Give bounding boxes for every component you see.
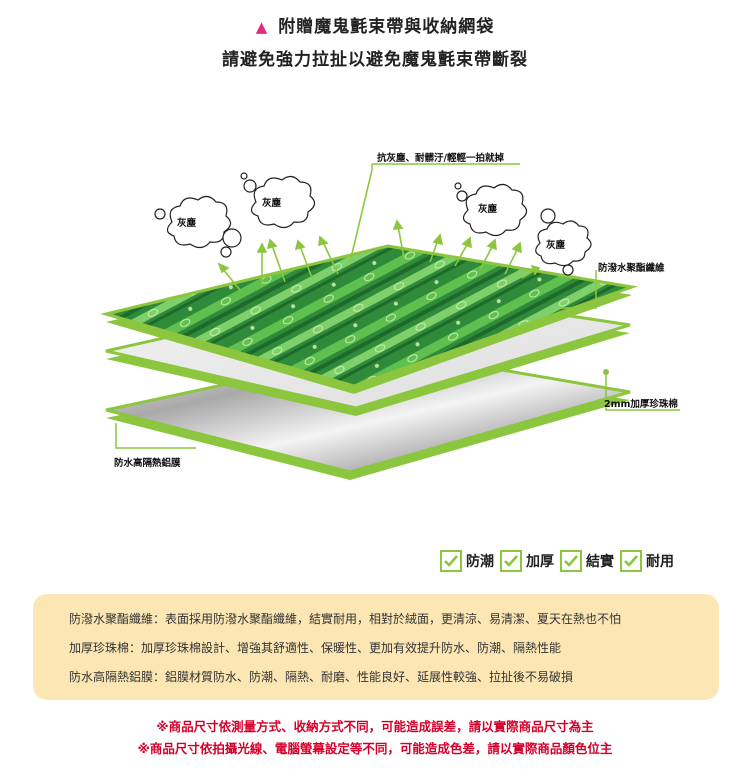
label-mid-leader [605,372,680,411]
header: ▲ 附贈魔鬼氈束帶與收納網袋 請避免強力拉扯以避免魔鬼氈束帶斷裂 [0,12,750,70]
header-line-2: 請避免強力拉扯以避免魔鬼氈束帶斷裂 [222,50,528,70]
layer-bottom-label: 防水高隔熱鋁膜 [114,458,181,469]
header-line-1: ▲ 附贈魔鬼氈束帶與收納網袋 [0,12,750,37]
layer-mid-label: 2mm加厚珍珠棉 [604,399,678,410]
dust-cloud-4 [535,208,592,276]
feature-item: 結實 [560,550,614,572]
note-1: ※商品尺寸依測量方式、收納方式不同，可能造成誤差，請以實際商品尺寸為主 [156,719,594,734]
dust-cloud-3 [454,182,528,237]
feature-item: 防潮 [440,550,494,572]
dust-arrows [217,169,541,291]
feature-label: 防潮 [466,554,494,570]
dust-label-3: 灰塵 [478,204,498,215]
feature-label: 結實 [586,554,614,570]
dust-cloud-1 [154,195,242,258]
feature-label: 耐用 [646,554,674,570]
top-caption: 抗灰塵、耐髒汙/輕輕一拍就掉 [377,153,504,164]
label-top-leader [560,270,597,309]
dust-label-1: 灰塵 [177,218,197,229]
dust-label-2: 灰塵 [262,198,282,209]
triangle-icon: ▲ [255,18,269,36]
feature-list: 防潮 加厚 結實 耐用 [440,550,674,572]
note-2: ※商品尺寸依拍攝光線、電腦螢幕設定等不同，可能造成色差，請以實際商品顏色位主 [137,741,613,756]
feature-item: 加厚 [500,550,554,572]
info-line-3: 防水高隔熱鋁膜：鋁膜材質防水、防潮、隔熱、耐磨、性能良好、延展性較強、拉扯後不易… [69,670,574,684]
checkbox-icon [560,550,582,572]
layer-diagram [100,163,680,480]
layer-top-label: 防潑水聚酯纖維 [598,263,665,274]
checkbox-icon [440,550,462,572]
checkbox-icon [500,550,522,572]
label-mid-dot [603,369,609,375]
info-box: 防潑水聚酯纖維：表面採用防潑水聚酯纖維，結實耐用，相對於絨面，更清涼、易清潔、夏… [33,594,719,700]
feature-label: 加厚 [526,554,554,570]
feature-item: 耐用 [620,550,674,572]
info-line-2: 加厚珍珠棉：加厚珍珠棉設計、增強其舒適性、保暖性、更加有效提升防水、防潮、隔熱性… [69,641,562,655]
checkbox-icon [620,550,642,572]
dust-label-4: 灰塵 [546,240,566,251]
header-title: 附贈魔鬼氈束帶與收納網袋 [278,17,495,37]
info-line-1: 防潑水聚酯纖維：表面採用防潑水聚酯纖維，結實耐用，相對於絨面，更清涼、易清潔、夏… [69,612,622,626]
layer-top-fabric [100,244,638,394]
label-bottom-leader [115,423,196,449]
dust-cloud-2 [240,172,316,229]
